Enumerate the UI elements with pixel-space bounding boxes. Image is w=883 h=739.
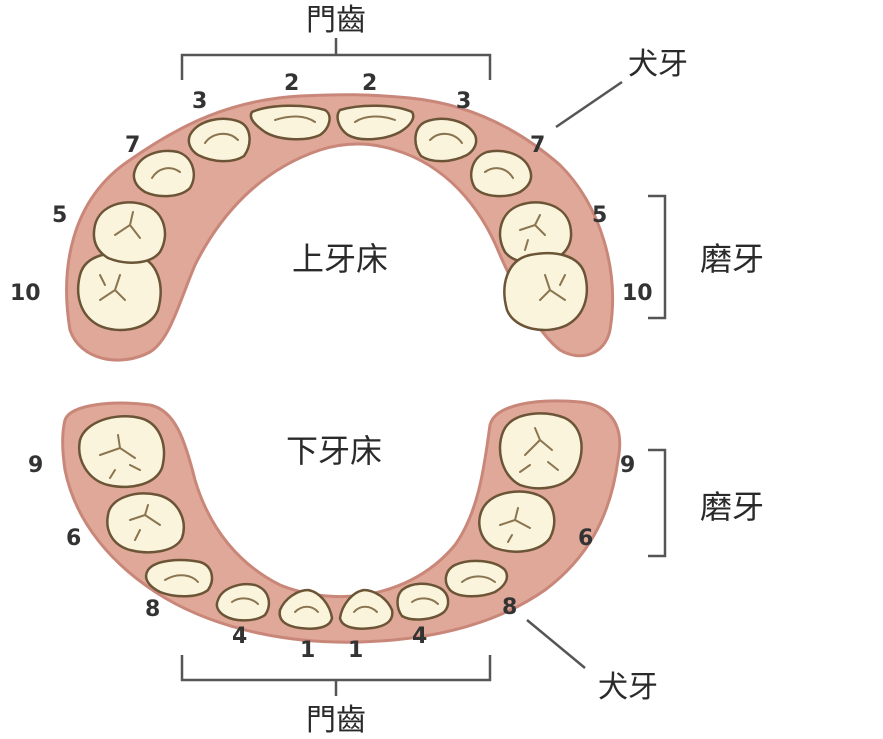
upper-canine-7-right xyxy=(470,149,533,198)
incisor-top-bracket xyxy=(180,53,492,80)
upper-incisor-2-right xyxy=(336,104,415,141)
lower-molar-6-left xyxy=(106,492,185,554)
upper-incisor-2-left xyxy=(249,104,331,141)
upper-arch xyxy=(65,93,614,362)
incisor-top-label: 門齒 xyxy=(306,3,366,38)
lower-incisor-1-left xyxy=(278,588,334,630)
lower-num-right-4: 4 xyxy=(412,624,427,649)
lower-molar-6-right xyxy=(478,490,556,553)
lower-arch xyxy=(61,399,622,644)
incisor-bottom-label: 門齒 xyxy=(306,703,366,738)
canine-bottom-leader xyxy=(526,619,586,669)
upper-num-left-10: 10 xyxy=(10,281,41,306)
upper-gum-label: 上牙床 xyxy=(292,240,388,278)
upper-molar-10-left xyxy=(76,251,162,332)
molar-bottom-bracket xyxy=(648,448,667,558)
molar-top-bracket xyxy=(648,194,667,320)
lower-num-left-4: 4 xyxy=(232,624,247,649)
lower-incisor-1-right xyxy=(338,588,394,630)
lower-num-right-6: 6 xyxy=(578,526,593,551)
canine-bottom-label: 犬牙 xyxy=(598,670,658,705)
upper-num-right-2: 2 xyxy=(362,71,377,96)
canine-top-leader xyxy=(555,80,623,129)
upper-num-right-7: 7 xyxy=(530,133,545,158)
upper-num-left-7: 7 xyxy=(125,133,140,158)
upper-num-left-2: 2 xyxy=(284,71,299,96)
molar-bottom-label: 磨牙 xyxy=(700,488,764,526)
upper-num-right-3: 3 xyxy=(456,89,471,114)
lower-canine-8-left xyxy=(144,558,214,598)
lower-num-left-6: 6 xyxy=(66,526,81,551)
upper-num-right-5: 5 xyxy=(592,203,607,228)
upper-num-right-10: 10 xyxy=(622,281,653,306)
lower-canine-8-right xyxy=(444,559,509,598)
lower-incisor-4-left xyxy=(215,583,271,622)
lower-molar-9-left xyxy=(78,415,166,489)
lower-num-left-1: 1 xyxy=(300,638,315,663)
upper-canine-7-left xyxy=(132,149,195,198)
canine-top-label: 犬牙 xyxy=(628,47,688,82)
molar-top-label: 磨牙 xyxy=(700,240,764,278)
lower-molar-9-right xyxy=(498,412,583,490)
lower-incisor-4-right xyxy=(396,582,450,621)
upper-num-left-5: 5 xyxy=(52,203,67,228)
lower-num-right-1: 1 xyxy=(348,638,363,663)
lower-num-right-8: 8 xyxy=(502,595,517,620)
lower-num-right-9: 9 xyxy=(620,453,635,478)
upper-num-left-3: 3 xyxy=(192,89,207,114)
upper-molar-10-right xyxy=(503,251,589,332)
annotations xyxy=(180,38,667,696)
lower-gum-label: 下牙床 xyxy=(286,432,382,470)
upper-incisor-3-right xyxy=(414,117,478,163)
lower-num-left-9: 9 xyxy=(28,453,43,478)
labels: 門齒 犬牙 磨牙 上牙床 下牙床 磨牙 犬牙 門齒 10 5 7 3 2 2 3… xyxy=(10,3,764,738)
lower-num-left-8: 8 xyxy=(145,597,160,622)
upper-incisor-3-left xyxy=(187,117,251,163)
incisor-bottom-bracket xyxy=(180,655,492,682)
upper-molar-5-left xyxy=(92,201,167,264)
